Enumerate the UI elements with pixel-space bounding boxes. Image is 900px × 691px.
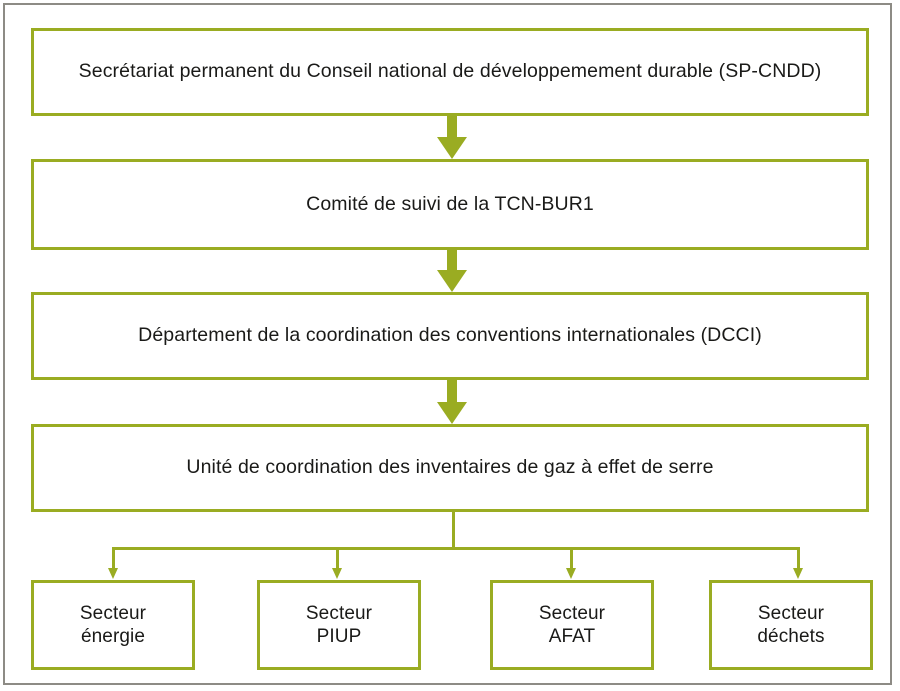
arrow-head: [437, 137, 467, 159]
connector-bus: [112, 547, 800, 550]
arrow-down-icon-dcci-to-unite: [437, 380, 467, 424]
branch-arrow-head: [566, 568, 576, 579]
sector-line-2: énergie: [80, 626, 146, 647]
arrow-head: [437, 402, 467, 424]
node-unite-coordination[interactable]: Unité de coordination des inventaires de…: [31, 424, 869, 512]
node-secteur-dechets-label: Secteur déchets: [747, 602, 834, 648]
sector-line-2: déchets: [757, 626, 825, 647]
sector-line-1: Secteur: [79, 602, 147, 624]
node-secteur-energie[interactable]: Secteur énergie: [31, 580, 195, 670]
branch-drop: [797, 547, 800, 569]
sector-line-2: AFAT: [548, 626, 596, 647]
node-sp-cndd[interactable]: Secrétariat permanent du Conseil nationa…: [31, 28, 869, 116]
branch-drop: [570, 547, 573, 569]
node-comite-suivi-label: Comité de suivi de la TCN-BUR1: [306, 192, 594, 215]
arrow-down-icon-comite-to-dcci: [437, 250, 467, 292]
branch-drop: [112, 547, 115, 569]
arrow-head: [437, 270, 467, 292]
node-comite-suivi[interactable]: Comité de suivi de la TCN-BUR1: [31, 159, 869, 250]
node-secteur-afat[interactable]: Secteur AFAT: [490, 580, 654, 670]
sector-line-2: PIUP: [316, 626, 362, 647]
branch-arrow-head: [793, 568, 803, 579]
connector-stem: [452, 512, 455, 550]
sector-line-1: Secteur: [305, 602, 373, 624]
node-secteur-piup-label: Secteur PIUP: [296, 602, 382, 648]
node-secteur-energie-label: Secteur énergie: [70, 602, 156, 648]
node-dcci-label: Département de la coordination des conve…: [138, 324, 762, 347]
node-secteur-afat-label: Secteur AFAT: [529, 602, 615, 648]
node-unite-coordination-label: Unité de coordination des inventaires de…: [186, 456, 714, 479]
arrow-stem: [447, 250, 457, 270]
node-sp-cndd-label: Secrétariat permanent du Conseil nationa…: [78, 60, 822, 83]
sector-line-1: Secteur: [538, 602, 606, 624]
node-secteur-piup[interactable]: Secteur PIUP: [257, 580, 421, 670]
arrow-down-icon-spcndd-to-comite: [437, 116, 467, 159]
node-dcci[interactable]: Département de la coordination des conve…: [31, 292, 869, 380]
node-secteur-dechets[interactable]: Secteur déchets: [709, 580, 873, 670]
branch-drop: [336, 547, 339, 569]
arrow-stem: [447, 116, 457, 137]
arrow-stem: [447, 380, 457, 402]
branch-arrow-head: [108, 568, 118, 579]
branch-arrow-head: [332, 568, 342, 579]
sector-line-1: Secteur: [757, 602, 825, 624]
